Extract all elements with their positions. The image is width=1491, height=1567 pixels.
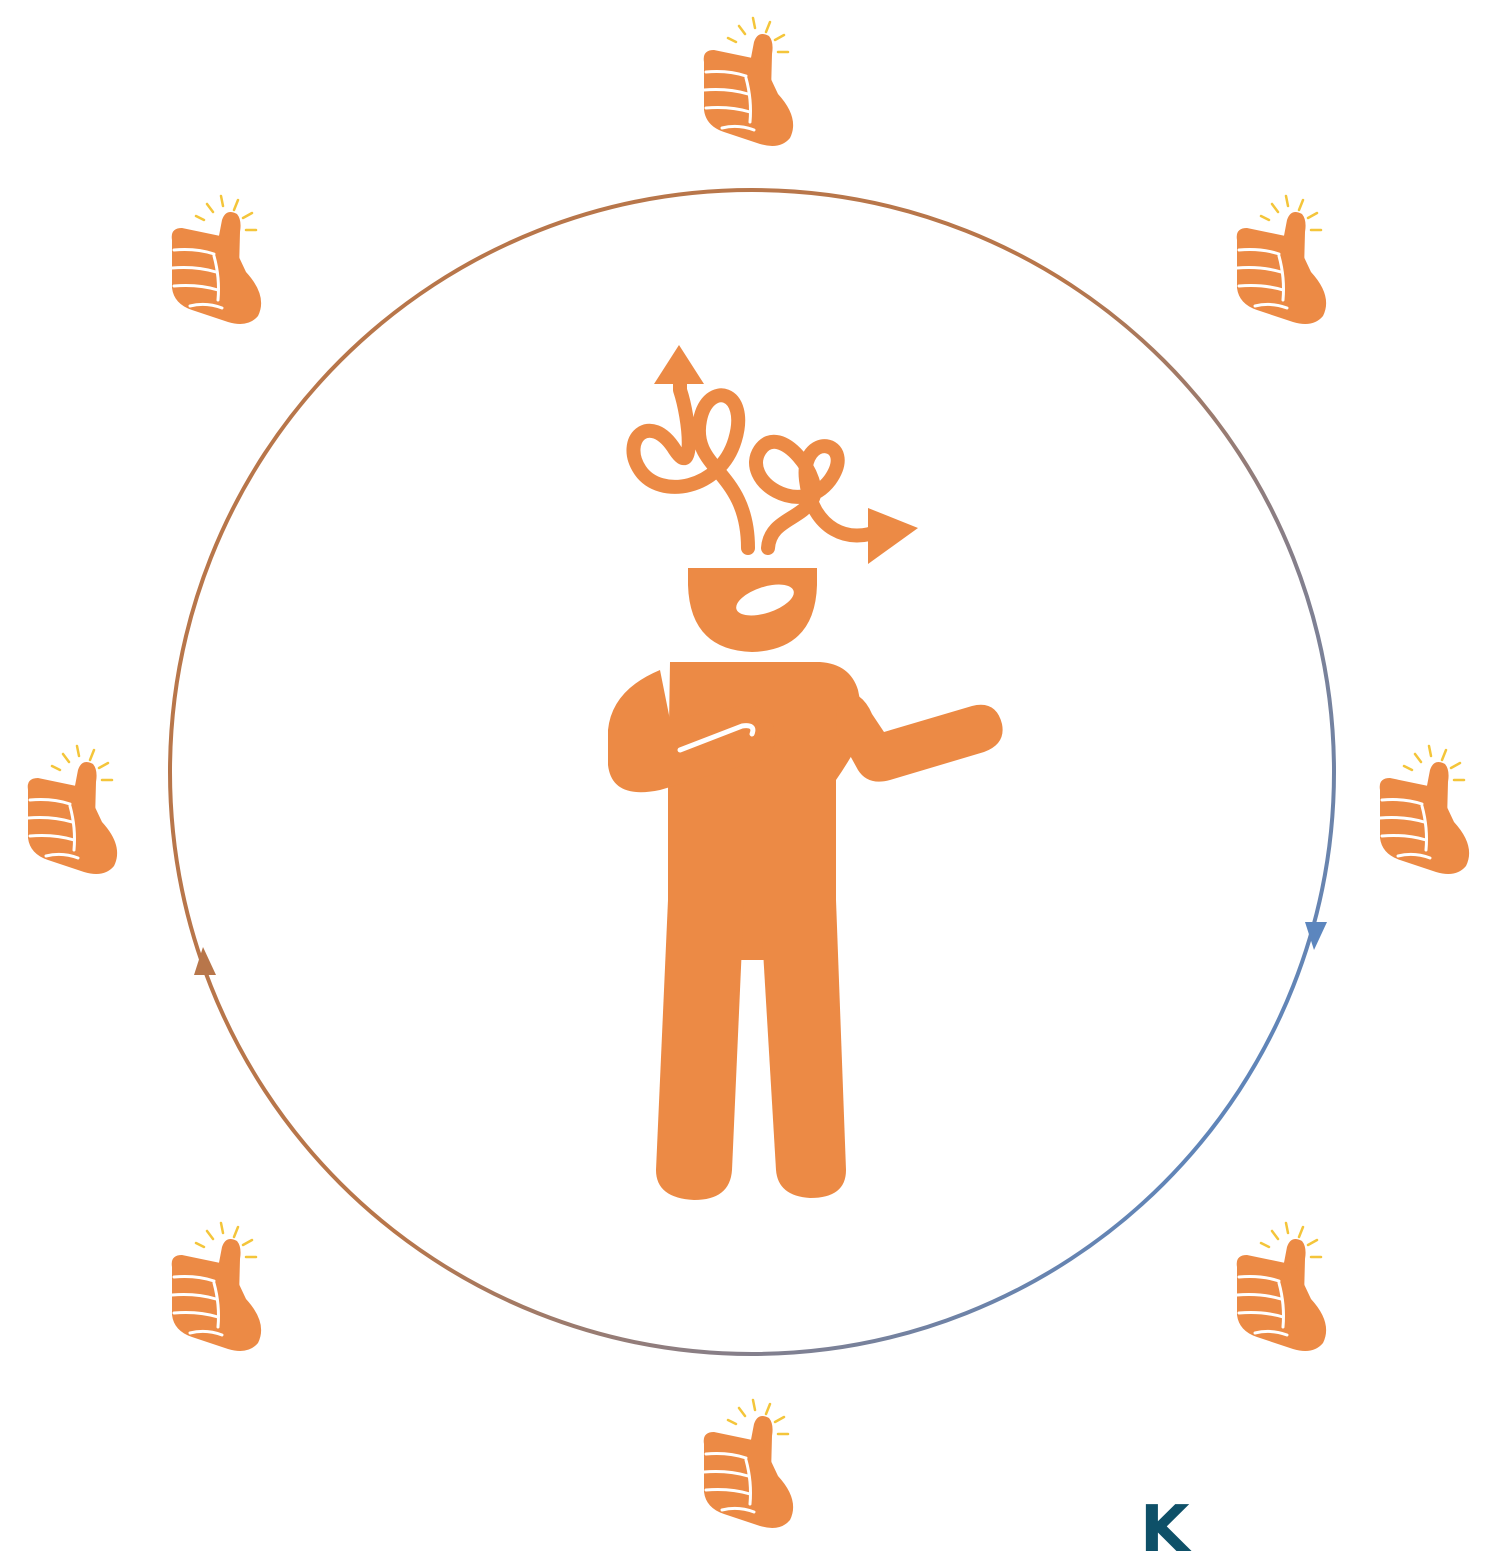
thumbs-up-icon [704,1400,793,1528]
thumbs-up-icon [172,1223,261,1351]
person-left-leg [656,900,744,1200]
diagram-canvas: K [0,0,1491,1530]
tangled-arrow-thoughts-icon [633,370,880,548]
thoughts-arrow-right-icon [868,508,918,564]
thoughts-arrow-up-icon [654,345,704,384]
person-right-leg [760,900,846,1198]
thumbs-up-icon [28,746,117,874]
diagram-svg [0,0,1491,1530]
confused-person-icon [608,345,1003,1200]
person-right-arm [836,690,1003,782]
corner-logo-glyph: K [1140,1498,1190,1562]
thumbs-up-icon [704,18,793,146]
thumbs-up-icon [172,196,261,324]
thumbs-up-icon [1237,196,1326,324]
thumbs-up-icon [1380,746,1469,874]
thumbs-up-icon [1237,1223,1326,1351]
